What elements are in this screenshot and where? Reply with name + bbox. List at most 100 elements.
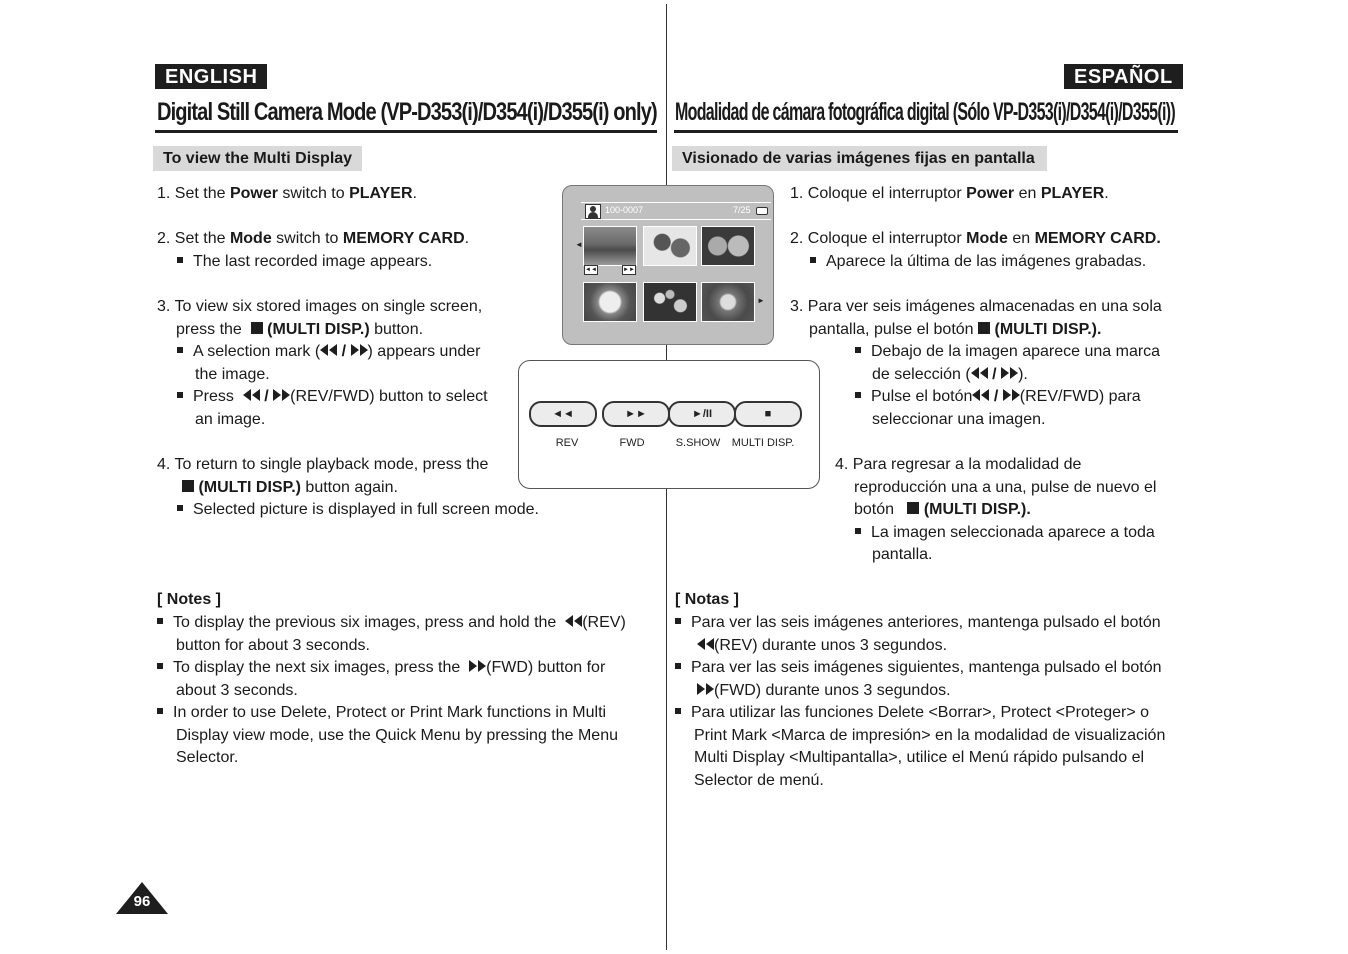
bullet-icon	[177, 346, 183, 353]
en-step-2-bullet: The last recorded image appears.	[177, 251, 432, 274]
bullet-icon	[177, 256, 183, 263]
en-step-3-line2: press the (MULTI DISP.) button.	[176, 321, 424, 338]
es-step-1: 1. Coloque el interruptor Power en PLAYE…	[790, 185, 1109, 202]
bullet-icon	[177, 391, 183, 398]
thumbnail-3	[701, 226, 755, 266]
rev-icon	[320, 343, 338, 356]
bullet-icon	[675, 707, 681, 714]
es-step-3-bullet2-cont: seleccionar una imagen.	[872, 411, 1046, 428]
bullet-icon	[157, 707, 163, 714]
es-step-4-line3: botón (MULTI DISP.).	[854, 501, 1031, 518]
page-number-triangle	[116, 882, 168, 914]
button-panel-illustration: ◄◄ ►► ►/II ■ REV FWD S.SHOW MULTI DISP.	[518, 360, 820, 489]
en-note-3-cont2: Selector.	[176, 749, 239, 766]
multi-disp-label: MULTI DISP.	[731, 437, 795, 449]
folder-number: 100-0007	[605, 205, 644, 215]
card-icon	[756, 207, 768, 215]
bullet-icon	[855, 346, 861, 353]
es-note-3-cont1: Print Mark <Marca de impresión> en la mo…	[694, 727, 1166, 744]
en-step-4-line2: (MULTI DISP.) button again.	[182, 477, 398, 500]
lcd-screen-illustration: 100-0007 7/25 ◄ ◄◄ ►► ►	[562, 185, 774, 345]
es-step-3-line2: pantalla, pulse el botón (MULTI DISP.).	[809, 321, 1102, 338]
es-step-3-line1: 3. Para ver seis imágenes almacenadas en…	[790, 298, 1162, 315]
slide-show-button: ►/II	[668, 401, 736, 427]
en-step-4-bullet: Selected picture is displayed in full sc…	[177, 499, 539, 522]
person-icon	[585, 204, 601, 219]
en-step-2: 2. Set the Mode switch to MEMORY CARD.	[157, 230, 470, 247]
slide-show-label: S.SHOW	[675, 437, 721, 449]
en-note-2: To display the next six images, press th…	[157, 657, 605, 680]
rev-button: ◄◄	[529, 401, 597, 427]
es-note-3-cont3: Selector de menú.	[694, 772, 824, 789]
left-arrow-icon: ◄	[575, 240, 583, 249]
es-step-4-bullet: La imagen seleccionada aparece a toda	[855, 522, 1155, 545]
fwd-mark-icon: ►►	[622, 265, 636, 275]
page-number: 96	[133, 893, 151, 910]
rev-icon	[972, 388, 990, 401]
multi-disp-button: ■	[734, 401, 802, 427]
en-step-3-bullet1-cont: the image.	[195, 366, 270, 383]
bullet-icon	[675, 662, 681, 669]
rev-mark-icon: ◄◄	[584, 265, 598, 275]
es-note-1: Para ver las seis imágenes anteriores, m…	[675, 612, 1161, 635]
en-note-1: To display the previous six images, pres…	[157, 612, 626, 635]
es-note-2-cont: (FWD) durante unos 3 segundos.	[697, 680, 951, 703]
es-step-3-bullet1: Debajo de la imagen aparece una marca	[855, 341, 1160, 364]
en-note-3: In order to use Delete, Protect or Print…	[157, 702, 606, 725]
lcd-status-bar: 100-0007 7/25	[581, 202, 771, 220]
english-subheading: To view the Multi Display	[153, 146, 363, 171]
es-step-4-bullet-cont: pantalla.	[872, 546, 933, 563]
en-step-3-bullet2: Press / (REV/FWD) button to select	[177, 386, 488, 409]
english-title-rule	[155, 130, 657, 133]
bullet-icon	[177, 504, 183, 511]
multi-disp-icon	[182, 479, 194, 492]
en-step-1: 1. Set the Power switch to PLAYER.	[157, 185, 417, 202]
thumbnail-4	[583, 282, 637, 322]
bullet-icon	[675, 617, 681, 624]
multi-disp-icon	[250, 321, 263, 334]
es-step-2-bullet: Aparece la última de las imágenes grabad…	[810, 251, 1146, 274]
bullet-icon	[810, 256, 816, 263]
fwd-icon	[1001, 366, 1019, 379]
right-arrow-icon: ►	[757, 296, 765, 305]
es-note-3-cont2: Multi Display <Multipantalla>, utilice e…	[694, 749, 1145, 766]
es-step-3-bullet1-cont: de selección ( / ).	[872, 366, 1028, 383]
fwd-icon	[1002, 388, 1020, 401]
thumbnail-2	[643, 226, 697, 266]
spanish-title: Modalidad de cámara fotográfica digital …	[675, 98, 1176, 126]
rev-label: REV	[555, 437, 579, 449]
es-note-2: Para ver las seis imágenes siguientes, m…	[675, 657, 1162, 680]
spanish-subheading: Visionado de varias imágenes fijas en pa…	[672, 146, 1047, 171]
bullet-icon	[157, 617, 163, 624]
en-step-3-bullet1: A selection mark ( / ) appears under	[177, 341, 480, 364]
bullet-icon	[855, 527, 861, 534]
fwd-button: ►►	[602, 401, 670, 427]
spanish-tag: ESPAÑOL	[1064, 64, 1183, 89]
thumbnail-5	[643, 282, 697, 322]
en-step-3-bullet2-cont: an image.	[195, 411, 266, 428]
en-note-1-cont: button for about 3 seconds.	[176, 637, 370, 654]
rev-icon	[242, 388, 260, 401]
es-step-4-line1: 4. Para regresar a la modalidad de	[835, 456, 1082, 473]
es-step-3-bullet2: Pulse el botón / (REV/FWD) para	[855, 386, 1141, 409]
spanish-title-rule	[674, 130, 1178, 133]
english-title: Digital Still Camera Mode (VP-D353(i)/D3…	[157, 98, 658, 126]
rev-icon	[970, 366, 988, 379]
es-notes-title: [ Notas ]	[675, 591, 739, 608]
fwd-icon	[350, 343, 368, 356]
fwd-icon	[469, 659, 487, 672]
thumbnail-6	[701, 282, 755, 322]
fwd-icon	[273, 388, 291, 401]
thumbnail-1	[583, 226, 637, 266]
en-note-3-cont1: Display view mode, use the Quick Menu by…	[176, 727, 618, 744]
english-tag: ENGLISH	[155, 64, 268, 89]
en-notes-title: [ Notes ]	[157, 591, 221, 608]
rev-icon	[697, 637, 714, 650]
bullet-icon	[157, 662, 163, 669]
multi-disp-icon	[907, 501, 920, 514]
fwd-label: FWD	[619, 437, 645, 449]
rev-icon	[565, 614, 583, 627]
multi-disp-icon	[978, 321, 991, 334]
en-step-4-line1: 4. To return to single playback mode, pr…	[157, 456, 489, 473]
es-step-2: 2. Coloque el interruptor Mode en MEMORY…	[790, 230, 1161, 247]
